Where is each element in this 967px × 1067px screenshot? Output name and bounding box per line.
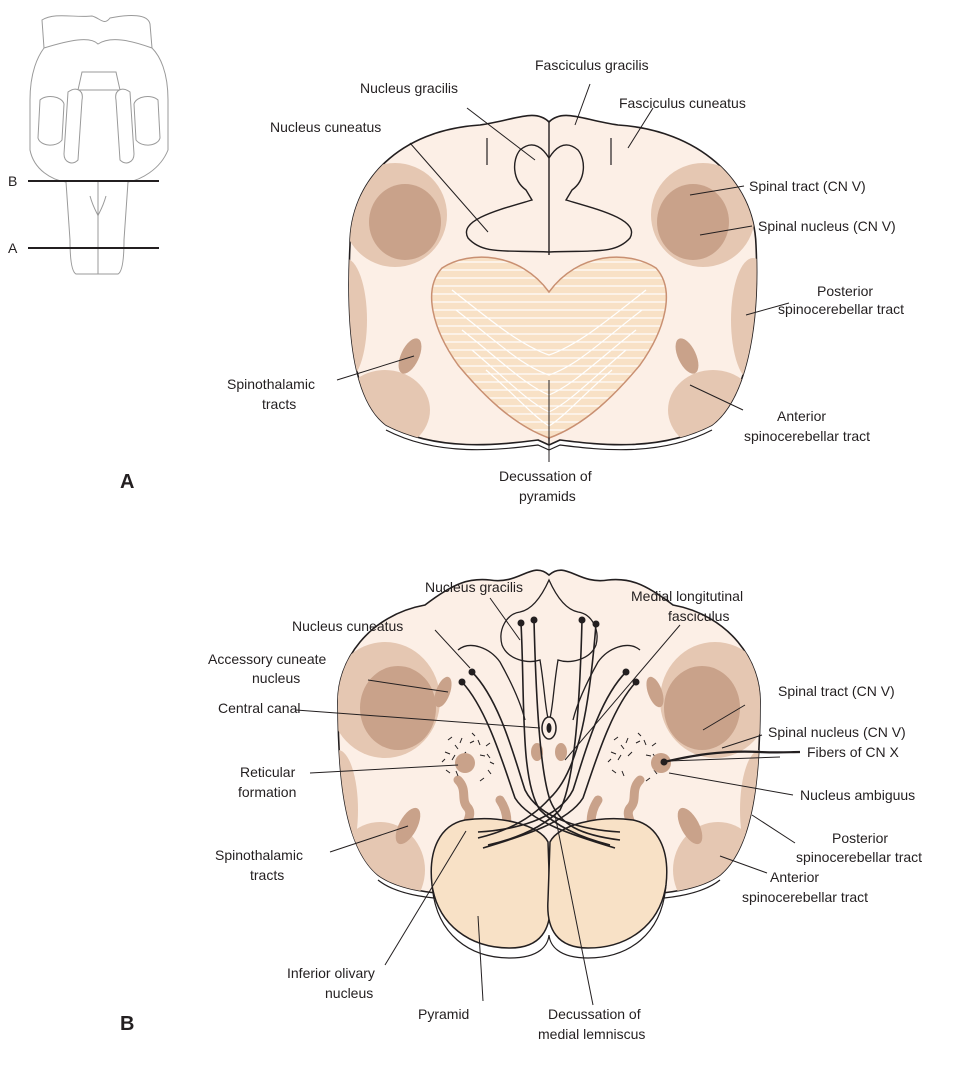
- panel-b-central-canal-lumen: [547, 723, 552, 733]
- panel-a-label-fasciculus-gracilis: Fasciculus gracilis: [535, 57, 649, 73]
- panel-a-label-posterior-scb-2: spinocerebellar tract: [778, 301, 904, 317]
- section-label-a: A: [8, 240, 18, 256]
- panel-a-label-anterior-scb-2: spinocerebellar tract: [744, 428, 870, 444]
- panel-b-label-accessory-cuneate-1: Accessory cuneate: [208, 651, 326, 667]
- brainstem-thumbnail: [30, 16, 168, 274]
- panel-a-label-spinal-nucleus: Spinal nucleus (CN V): [758, 218, 896, 234]
- panel-b-label-decussation-ml-2: medial lemniscus: [538, 1026, 645, 1042]
- panel-b-label-anterior-scb-1: Anterior: [770, 869, 819, 885]
- panel-a-label-spinothalamic-1: Spinothalamic: [227, 376, 315, 392]
- panel-b-label-reticular-2: formation: [238, 784, 296, 800]
- panel-b-label-central-canal: Central canal: [218, 700, 301, 716]
- panel-a-label-decussation-1: Decussation of: [499, 468, 592, 484]
- panel-b-label-posterior-scb-1: Posterior: [832, 830, 888, 846]
- panel-a-label-anterior-scb-1: Anterior: [777, 408, 826, 424]
- panel-a-label-nucleus-cuneatus: Nucleus cuneatus: [270, 119, 381, 135]
- panel-b-label-pyramid: Pyramid: [418, 1006, 469, 1022]
- panel-a-anterior-scb-left: [340, 370, 430, 450]
- panel-b-label-decussation-ml-1: Decussation of: [548, 1006, 641, 1022]
- panel-b-pyramid-left: [431, 819, 550, 948]
- panel-a-label-fasciculus-cuneatus: Fasciculus cuneatus: [619, 95, 746, 111]
- panel-b-label-nucleus-ambiguus: Nucleus ambiguus: [800, 787, 915, 803]
- panel-b-label-nucleus-cuneatus: Nucleus cuneatus: [292, 618, 403, 634]
- panel-b-label-mlf-1: Medial longitutinal: [631, 588, 743, 604]
- panel-b-label-spinothalamic-2: tracts: [250, 867, 284, 883]
- panel-b-label-inferior-olivary-1: Inferior olivary: [287, 965, 375, 981]
- panel-a-label-decussation-2: pyramids: [519, 488, 576, 504]
- panel-b-spinal-nucleus-left: [360, 666, 436, 750]
- panel-b-label-reticular-1: Reticular: [240, 764, 296, 780]
- panel-b-label-mlf-2: fasciculus: [668, 608, 729, 624]
- panel-b-label-spinal-nucleus: Spinal nucleus (CN V): [768, 724, 906, 740]
- panel-a-spinal-nucleus-left: [369, 184, 441, 260]
- panel-b-posterior-scb-right: [740, 750, 780, 870]
- panel-a-posterior-scb-right: [731, 258, 775, 382]
- panel-a-posterior-scb-left: [323, 258, 367, 382]
- panel-a-spinal-nucleus-right: [657, 184, 729, 260]
- panel-b-label-nucleus-gracilis: Nucleus gracilis: [425, 579, 523, 595]
- panel-b-mlf-right: [555, 743, 567, 761]
- panel-b-label-spinothalamic-1: Spinothalamic: [215, 847, 303, 863]
- panel-b-label-accessory-cuneate-2: nucleus: [252, 670, 300, 686]
- panel-b-label-spinal-tract: Spinal tract (CN V): [778, 683, 895, 699]
- panel-a-label-nucleus-gracilis: Nucleus gracilis: [360, 80, 458, 96]
- panel-a-label-spinothalamic-2: tracts: [262, 396, 296, 412]
- cerebellar-peduncle-right: [134, 97, 160, 146]
- panel-b-posterior-scb-left: [318, 750, 358, 870]
- panel-b-spinal-nucleus-right: [664, 666, 740, 750]
- panel-b-letter: B: [120, 1013, 134, 1035]
- section-label-b: B: [8, 173, 17, 189]
- panel-b-nucleus-ambiguus-left: [455, 753, 475, 773]
- panel-a-label-posterior-scb-1: Posterior: [817, 283, 873, 299]
- cerebral-peduncle-notch: [78, 72, 120, 90]
- panel-b-label-anterior-scb-2: spinocerebellar tract: [742, 889, 868, 905]
- panel-a-letter: A: [120, 471, 134, 493]
- cerebellar-peduncle-left: [38, 97, 64, 146]
- panel-b-label-fibers-cn-x: Fibers of CN X: [807, 744, 899, 760]
- panel-a-label-spinal-tract: Spinal tract (CN V): [749, 178, 866, 194]
- panel-b-label-posterior-scb-2: spinocerebellar tract: [796, 849, 922, 865]
- panel-b-label-inferior-olivary-2: nucleus: [325, 985, 373, 1001]
